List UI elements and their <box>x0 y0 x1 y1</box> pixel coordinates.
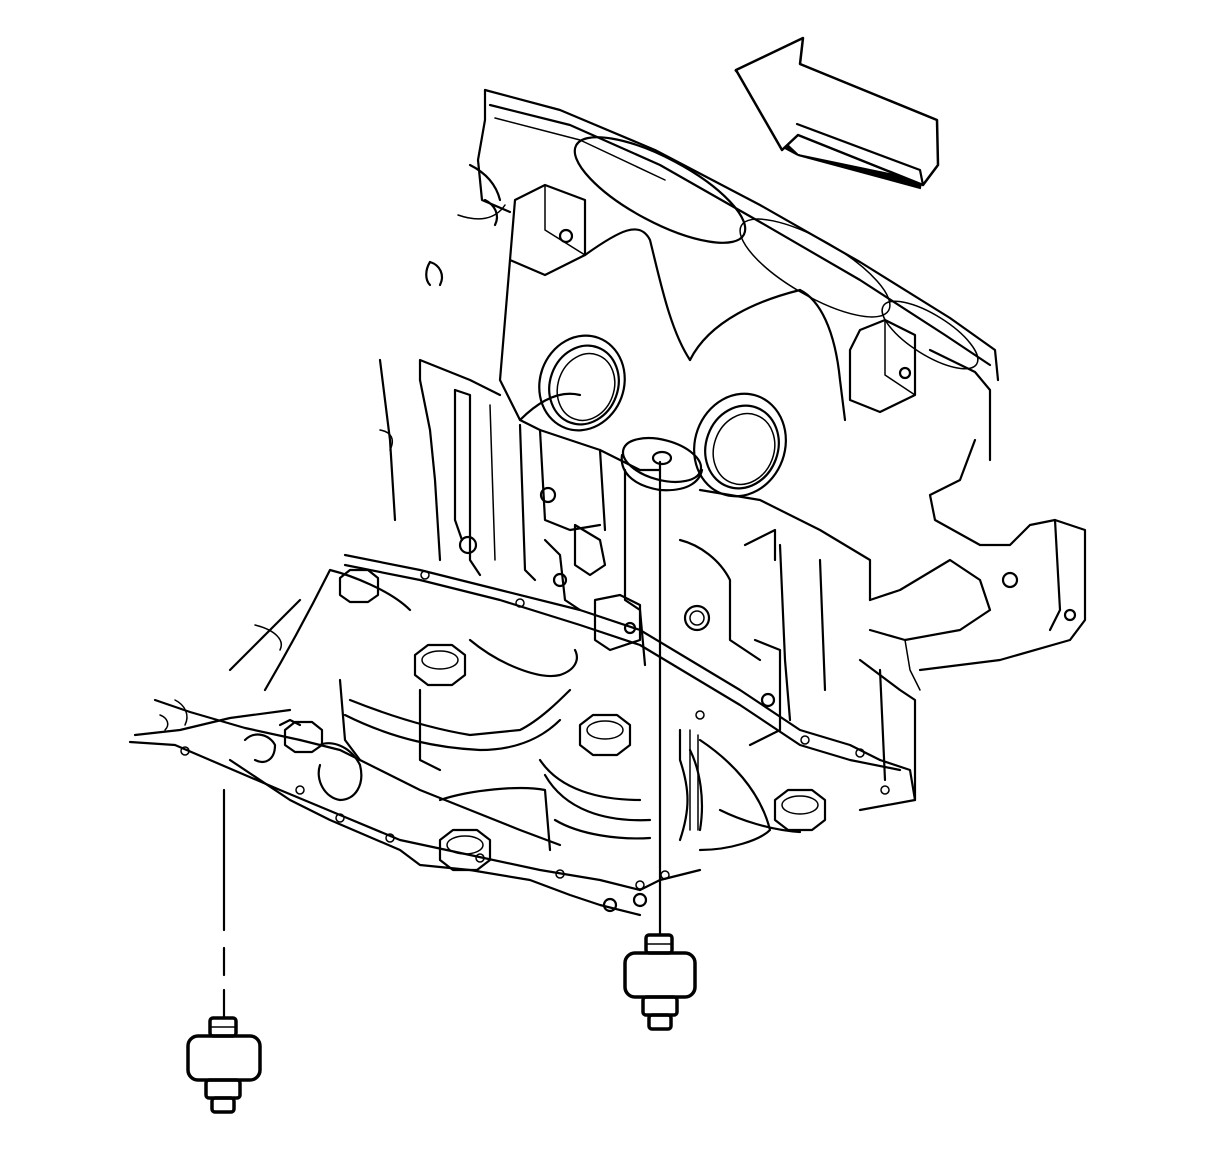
core-plug-right <box>693 392 787 498</box>
bolt-head <box>338 568 380 604</box>
bolt-head <box>578 713 632 757</box>
oil-pan-rail <box>128 553 917 917</box>
main-bearing-caps <box>228 568 802 852</box>
bolt-head <box>438 828 492 872</box>
knock-sensor-front <box>623 460 697 1031</box>
bolt-head <box>773 788 827 832</box>
bolt-head <box>413 643 467 687</box>
main-cap-bolts <box>283 568 827 872</box>
core-plug-left <box>538 334 626 432</box>
bolt-head <box>283 720 324 754</box>
front-direction-arrow <box>734 36 940 190</box>
engine-block <box>378 88 1087 812</box>
knock-sensor-rear <box>186 788 262 1114</box>
casting-detail-marks <box>159 198 499 731</box>
